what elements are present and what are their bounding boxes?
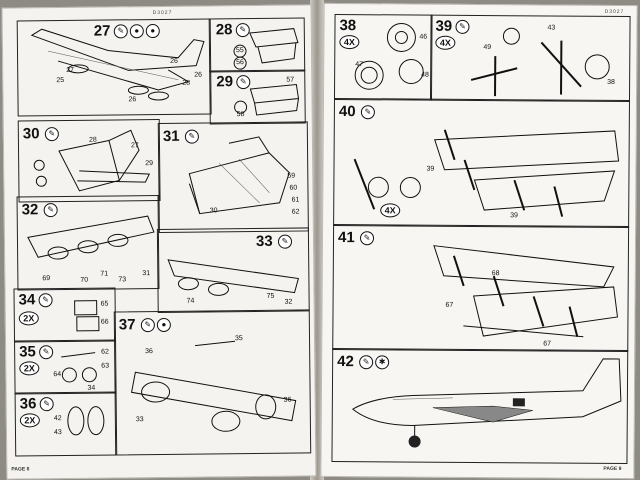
part-number: 27 [66,66,75,74]
step-31-panel: 31 ✎ 30 59 60 61 62 [157,121,309,234]
part-number: 75 [266,292,275,300]
part-number: 43 [53,429,62,437]
part-number: 74 [186,297,195,305]
landing-gear-install-drawing [130,340,297,432]
tail-part-drawing [234,84,300,116]
step-39-panel: 39 ✎ 4X 43 49 38 [429,14,631,103]
part-number: 36 [145,348,153,356]
part-number: 39 [426,165,435,173]
step-32-panel: 32 ✎ 69 70 71 73 31 [16,195,160,291]
page-number-left: PAGE 8 [11,466,30,473]
aircraft-fuselage-drawing [30,28,205,101]
instruction-page-right: D3027 38 4X 46 47 48 39 ✎ 4X [320,2,638,480]
page-number-right: PAGE 9 [603,465,622,472]
wing-engines-drawing [167,259,300,296]
part-number: 73 [118,276,127,284]
part-number: 25 [56,76,65,85]
gear-bay-drawing [74,300,100,332]
part-number: 29 [145,160,154,168]
part-number: 66 [100,318,109,326]
wing-engines-drawing [27,215,155,260]
step-38-panel: 38 4X 46 47 48 [333,13,433,101]
part-number: 62 [101,348,109,356]
part-number: 27 [130,142,139,150]
part-number: 49 [483,44,492,52]
propeller-drawing [470,27,610,97]
part-number: 56 [236,59,244,67]
part-number: 70 [80,276,89,284]
part-number: 55 [235,47,244,55]
step-40-panel: 40 ✎ 4X 39 39 [333,97,630,229]
part-number: 36 [283,396,292,404]
part-number: 65 [100,300,109,308]
step-37-panel: 37 ✎ ● 35 36 36 33 [113,309,312,456]
part-number: 47 [355,61,364,69]
part-number: 31 [142,270,151,278]
part-number: 67 [543,340,552,348]
part-number: 39 [510,212,518,220]
part-number: 26 [170,57,178,65]
part-number: 42 [53,415,62,423]
part-number: 59 [287,172,296,180]
part-number: 63 [101,362,110,370]
part-number: 67 [445,301,454,309]
radial-engine-drawing [354,22,424,90]
step-27-panel: 27 ✎ ● ● 25 26 27 28 26 26 [16,18,212,117]
part-number: 58 [236,111,245,119]
engine-propeller-install-drawing [353,129,620,217]
step-34-panel: 34 ✎ 2X 65 66 [13,287,117,343]
part-number: 46 [419,33,428,41]
part-number: 30 [209,207,218,215]
part-number: 33 [135,416,144,424]
wheel-drawing [67,406,105,436]
step-29-panel: 29 ✎ 57 58 [209,69,306,125]
part-number: 60 [289,184,298,192]
part-number: 68 [491,270,500,278]
part-number: 26 [194,71,203,79]
step-41-panel: 41 ✎ 67 68 67 [332,223,630,353]
tail-assembly-drawing [33,129,151,192]
step-36-panel: 36 ✎ 2X 42 43 [14,391,118,457]
part-number: 35 [234,335,243,343]
part-number: 43 [547,24,556,32]
part-number: 26 [128,96,137,104]
part-number: 61 [291,196,300,204]
part-number: 62 [291,208,300,216]
part-number: 32 [284,298,293,306]
completed-aircraft-side-view [351,358,622,448]
page-code-left: D3027 [152,9,173,17]
tail-part-drawing [233,28,299,70]
fuselage-tail-drawing [188,136,290,215]
step-42-panel: 42 ✎ ✱ [331,347,629,465]
part-number: 28 [88,136,97,144]
wing-engines-finished-drawing [433,245,619,338]
instruction-page-left: D3027 27 ✎ ● ● 25 26 27 28 26 26 28 [1,4,317,480]
part-number: 28 [182,79,191,87]
part-number: 64 [53,371,62,379]
part-number: 38 [607,78,615,86]
step-30-panel: 30 ✎ 28 27 29 [17,118,161,203]
step-28-panel: 28 ✎ 55 56 [208,17,306,73]
landing-gear-drawing [61,352,97,383]
part-number: 48 [421,71,429,79]
part-number: 71 [100,270,109,278]
page-code-right: D3027 [604,8,625,16]
part-number: 57 [286,76,295,84]
part-number: 69 [42,275,51,283]
step-33-panel: 33 ✎ 74 75 32 [156,227,310,314]
step-35-panel: 35 ✎ 2X 62 63 64 34 [14,339,117,395]
